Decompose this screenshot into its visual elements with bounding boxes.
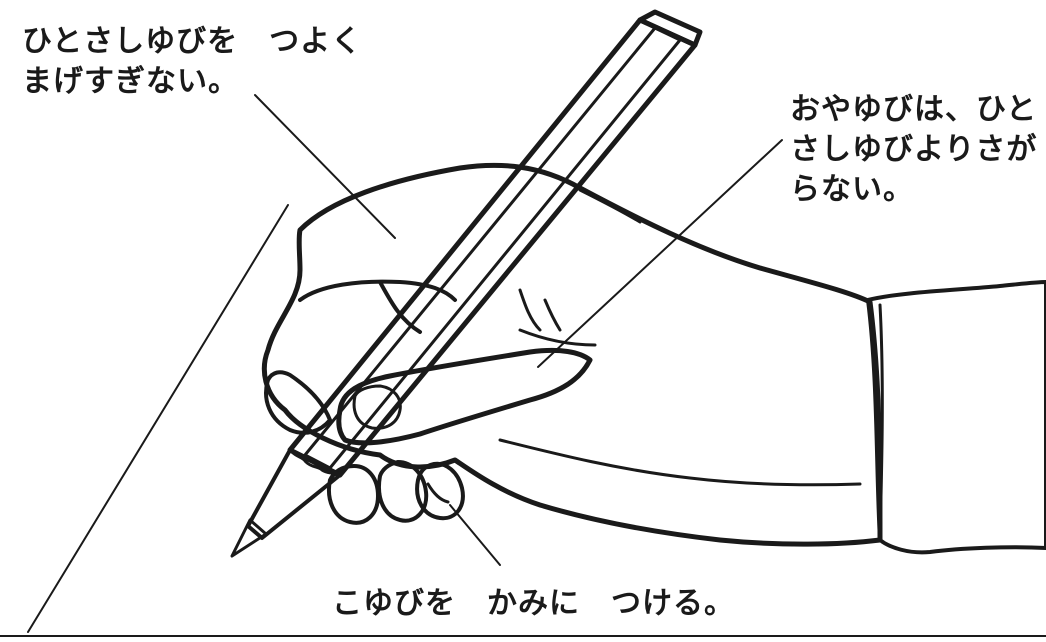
- hand: [261, 162, 883, 547]
- thumb-caption-line3: らない。: [790, 172, 914, 207]
- index-finger-caption-line1: ひとさしゆびを つよく: [22, 24, 363, 59]
- thumb-caption-line1: おやゆびは、ひと: [790, 92, 1038, 127]
- index-finger-caption-line2: まげすぎない。: [22, 64, 239, 99]
- thumb-caption-line2: さしゆびよりさが: [790, 132, 1038, 167]
- leader-line-index: [254, 94, 396, 239]
- sleeve: [866, 280, 1046, 555]
- pinky-caption-line1: こゆびを かみに つける。: [332, 586, 735, 621]
- leader-lines: [254, 94, 783, 566]
- pencil: [230, 9, 703, 558]
- index-finger-caption: ひとさしゆびを つよく まげすぎない。: [22, 22, 362, 102]
- thumb-caption: おやゆびは、ひと さしゆびよりさが らない。: [790, 90, 1037, 210]
- leader-line-pinky: [449, 504, 501, 566]
- pinky-caption: こゆびを かみに つける。: [332, 584, 735, 624]
- leader-line-thumb: [537, 139, 783, 368]
- paper-edge: [0, 204, 1046, 637]
